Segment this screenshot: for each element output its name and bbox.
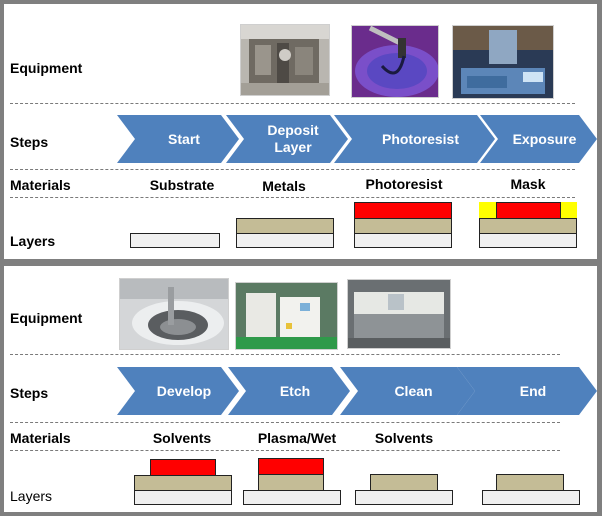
separator bbox=[10, 197, 575, 198]
exposed-photoresist bbox=[496, 202, 561, 219]
step-chevron-clean: Clean bbox=[340, 367, 475, 415]
substrate-layer bbox=[236, 233, 334, 248]
process-panel-bottom: Equipment Steps bbox=[4, 266, 597, 512]
separator bbox=[10, 354, 560, 355]
row-label-layers: Layers bbox=[10, 488, 53, 504]
step-chevron-deposit-layer: Deposit Layer bbox=[226, 115, 348, 163]
step-label: End bbox=[519, 382, 547, 399]
metal-layer bbox=[134, 475, 232, 491]
separator bbox=[10, 450, 560, 451]
patterned-photoresist-layer bbox=[150, 459, 216, 476]
material-label: Solvents bbox=[152, 430, 212, 446]
step-chevron-end: End bbox=[457, 367, 597, 415]
row-label-layers: Layers bbox=[10, 233, 56, 249]
row-label-steps: Steps bbox=[10, 385, 49, 401]
row-label-materials: Materials bbox=[10, 177, 71, 193]
step-chevron-etch: Etch bbox=[228, 367, 350, 415]
row-label-materials: Materials bbox=[10, 430, 71, 446]
etch-system-photo bbox=[235, 282, 338, 350]
photoresist-layer bbox=[354, 202, 452, 219]
deposition-machine-photo bbox=[240, 24, 330, 96]
step-label: Exposure bbox=[512, 130, 577, 147]
substrate-layer bbox=[130, 233, 220, 248]
patterned-photoresist-layer bbox=[258, 458, 324, 475]
step-label: Deposit Layer bbox=[267, 122, 319, 155]
step-label: Clean bbox=[394, 382, 433, 399]
material-label: Metals bbox=[262, 178, 306, 194]
etched-metal-layer bbox=[496, 474, 564, 491]
material-label: Mask bbox=[510, 176, 546, 192]
mask-left bbox=[479, 202, 496, 219]
metal-layer bbox=[236, 218, 334, 234]
wet-bench-photo bbox=[347, 279, 451, 349]
material-label: Photoresist bbox=[365, 176, 443, 192]
step-chevron-develop: Develop bbox=[117, 367, 239, 415]
material-label: Solvents bbox=[374, 430, 434, 446]
step-label: Etch bbox=[279, 382, 311, 399]
separator bbox=[10, 103, 575, 104]
row-label-equipment: Equipment bbox=[10, 310, 83, 326]
step-chevron-start: Start bbox=[117, 115, 239, 163]
developer-bowl-photo bbox=[119, 278, 229, 350]
material-label: Substrate bbox=[149, 177, 215, 193]
step-chevron-photoresist: Photoresist bbox=[334, 115, 495, 163]
substrate-layer bbox=[354, 233, 452, 248]
separator bbox=[10, 422, 560, 423]
substrate-layer bbox=[355, 490, 453, 505]
photoresist-layer bbox=[479, 202, 577, 219]
material-label: Plasma/Wet bbox=[257, 430, 337, 446]
row-label-steps: Steps bbox=[10, 134, 49, 150]
etched-metal-layer bbox=[370, 474, 438, 491]
metal-layer bbox=[354, 218, 452, 234]
substrate-layer bbox=[479, 233, 577, 248]
step-label: Develop bbox=[156, 382, 212, 399]
row-label-equipment: Equipment bbox=[10, 60, 83, 76]
step-chevron-exposure: Exposure bbox=[480, 115, 597, 163]
step-label: Photoresist bbox=[381, 130, 459, 147]
etched-metal-layer bbox=[258, 474, 324, 491]
substrate-layer bbox=[482, 490, 580, 505]
wafer-spin-coater-photo bbox=[351, 25, 439, 98]
process-panel-top: Equipment bbox=[4, 4, 597, 259]
separator bbox=[10, 169, 575, 170]
metal-layer bbox=[479, 218, 577, 234]
exposure-tool-photo bbox=[452, 25, 554, 99]
substrate-layer bbox=[243, 490, 341, 505]
mask-right bbox=[561, 202, 577, 219]
step-label: Start bbox=[168, 130, 200, 147]
substrate-layer bbox=[134, 490, 232, 505]
